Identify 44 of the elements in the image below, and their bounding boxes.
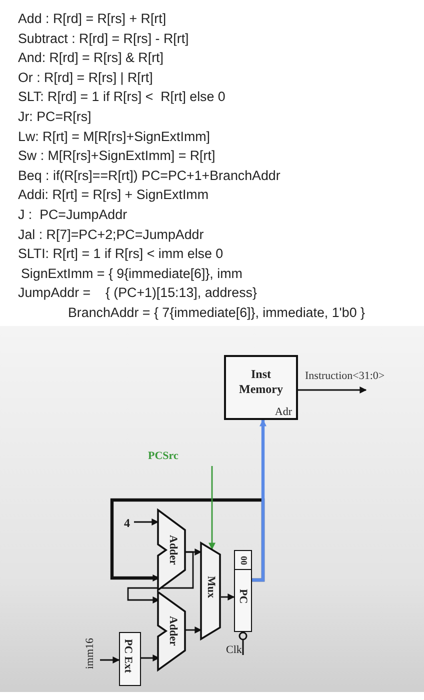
signal-label: PCSrc — [148, 450, 178, 462]
equation-text: Or : R[rd] = R[rs] | R[rt] — [18, 70, 153, 86]
adder-symbol — [158, 510, 186, 590]
arrow — [298, 386, 367, 394]
equation-text: Sw : M[R[rs]+SignExtImm] = R[rt] — [18, 148, 216, 164]
clock-label: Clk — [226, 644, 242, 656]
arrow — [252, 419, 266, 582]
equation-text: SLTI: R[rt] = 1 if R[rs] < imm else 0 — [18, 246, 224, 262]
arrow — [127, 551, 194, 604]
component-label: Adder — [167, 616, 179, 646]
arrow — [185, 626, 202, 634]
arrow — [141, 654, 160, 662]
arrow — [221, 594, 235, 600]
equation-text: Jr: PC=R[rs] — [18, 109, 92, 125]
equation-text: Addi: R[rt] = R[rs] + SignExtImm — [18, 187, 208, 204]
memory-label: Inst Memory — [238, 367, 284, 397]
pc-register — [234, 550, 252, 632]
port-label: Adr — [274, 406, 292, 418]
equation-text: BranchAddr = { 7{immediate[6]}, immediate, 1'b0 } — [68, 305, 365, 321]
extender-block — [119, 632, 141, 686]
equation-text: Add : R[rd] = R[rs] + R[rt] — [18, 11, 166, 27]
equation-text: JumpAddr = { (PC+1)[15:13], address} — [18, 285, 257, 302]
memory-block — [224, 355, 298, 420]
equation-text: SLT: R[rd] = 1 if R[rs] < R[rt] else 0 — [18, 89, 226, 106]
adder-symbol — [158, 592, 186, 670]
mux-symbol — [201, 543, 221, 639]
arrow — [208, 466, 216, 550]
equation-text: Subtract : R[rd] = R[rs] - R[rt] — [18, 30, 189, 47]
component-label: PC Ext — [122, 639, 134, 673]
equation-text: And: R[rd] = R[rs] & R[rt] — [18, 50, 164, 66]
equation-text: Jal : R[7]=PC+2;PC=JumpAddr — [18, 226, 204, 243]
equation-text: Lw: R[rt] = M[R[rs]+SignExtImm] — [18, 128, 210, 145]
edge-label: Instruction<31:0> — [305, 370, 385, 382]
equation-text: J : PC=JumpAddr — [18, 207, 128, 223]
register-label: PC — [237, 589, 249, 604]
component-label: Mux — [205, 576, 217, 598]
arrow — [134, 518, 159, 526]
component-label: Adder — [167, 535, 179, 565]
constant-label: 4 — [124, 516, 130, 530]
input-label: imm16 — [84, 638, 96, 670]
equation-text: SignExtImm = { 9{immediate[6]}, imm — [21, 266, 242, 282]
arrow — [100, 656, 120, 664]
equation-text: Beq : if(R[rs]==R[rt]) PC=PC+1+BranchAddr — [18, 168, 280, 184]
bit-field: 00 — [235, 551, 251, 570]
